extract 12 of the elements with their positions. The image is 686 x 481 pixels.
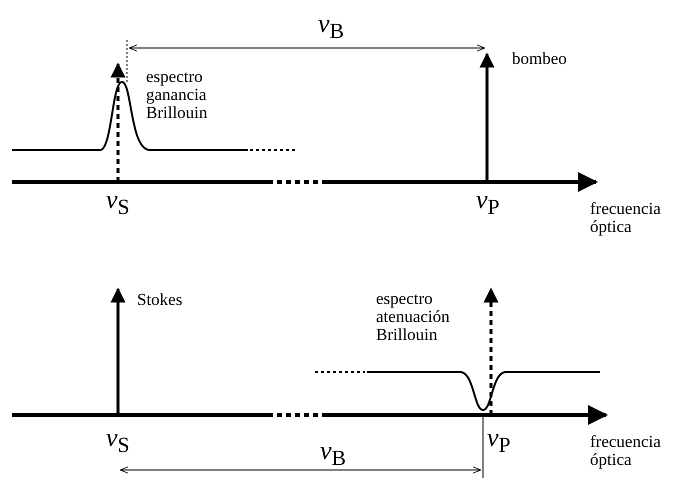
- spectrum-label: espectro atenuación Brillouin: [376, 290, 451, 344]
- spectrum-label: espectro ganancia Brillouin: [146, 68, 208, 122]
- frequency-symbol: ν$_{B}$: [320, 437, 346, 470]
- frequency-symbol: ν$_{S}$: [106, 186, 130, 219]
- frequency-symbol: ν$_{P}$: [487, 424, 511, 457]
- axis-label: frecuencia óptica: [590, 433, 662, 469]
- frequency-symbol: ν$_{B}$: [318, 10, 344, 43]
- frequency-symbol: ν$_{P}$: [476, 186, 500, 219]
- frequency-symbol: ν$_{S}$: [106, 424, 130, 457]
- axis-label: frecuencia óptica: [590, 200, 662, 236]
- line-label: bombeo: [512, 50, 567, 68]
- line-label: Stokes: [137, 291, 182, 309]
